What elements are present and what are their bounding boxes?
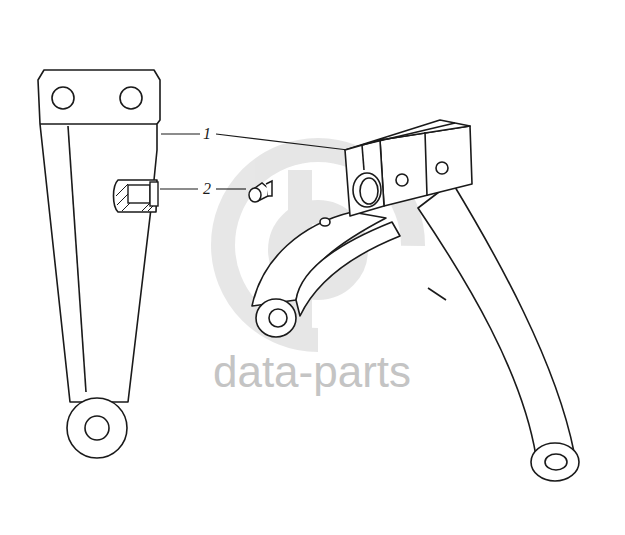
watermark-text: data-parts xyxy=(213,350,411,394)
pin-in-section xyxy=(128,182,158,206)
callout-number: 1 xyxy=(203,126,211,142)
pin-part xyxy=(249,181,272,202)
callout-number: 2 xyxy=(203,181,211,197)
side-view xyxy=(38,70,160,458)
fork-3d-view xyxy=(252,120,579,481)
leader-lines xyxy=(160,134,348,189)
